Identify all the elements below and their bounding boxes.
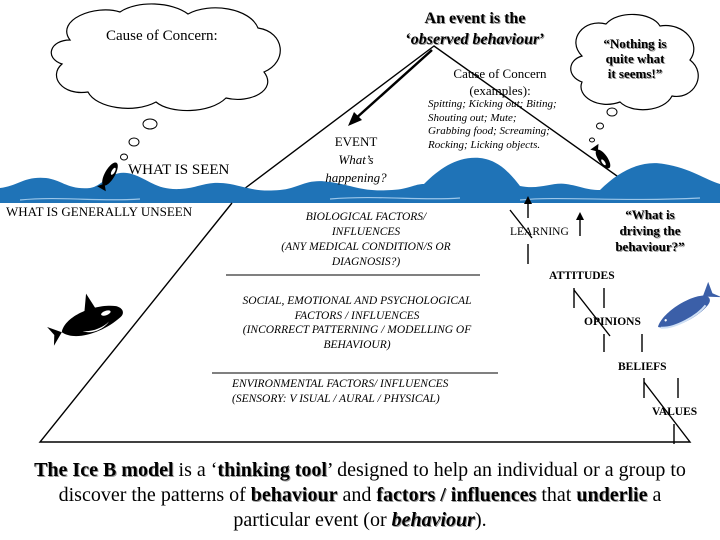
factor-line: DIAGNOSIS?): [331, 256, 401, 268]
behaviour-italic-term: behaviour: [391, 509, 475, 531]
thought-bubble-dot: [596, 122, 604, 130]
example-line: Spitting; Kicking out; Biting;: [428, 98, 557, 110]
thought-line: “Nothing is: [603, 36, 667, 51]
underlie-term: underlie: [576, 484, 648, 506]
nothing-is-quite-text: “Nothing is quite what it seems!”: [590, 36, 680, 81]
iceberg-body: [38, 202, 692, 443]
event-question-line: What’s: [338, 152, 374, 167]
factor-line: BEHAVIOUR): [323, 338, 391, 351]
blue-whale-icon: [658, 281, 720, 329]
behaviour-term: behaviour: [250, 484, 338, 506]
learning-label: LEARNING: [510, 226, 569, 238]
sea-waves: [0, 157, 720, 203]
event-title-quote-close: ’: [539, 31, 545, 48]
thought-bubble-dot: [589, 137, 595, 143]
thought-line: it seems!”: [607, 66, 663, 81]
beliefs-label: BELIEFS: [618, 361, 667, 373]
learning-arrow-head: [524, 196, 532, 204]
driving-line: “What is: [625, 207, 675, 222]
event-question-line: happening?: [325, 170, 387, 185]
cause-examples-line1: Cause of Concern: [453, 66, 547, 81]
event-label: EVENT What’s happening?: [316, 133, 396, 187]
thought-line: quite what: [605, 51, 665, 66]
factors-influences-term: factors / influences: [376, 484, 537, 506]
sea-highlights: [19, 196, 701, 201]
ice-b-model-term: The Ice B model: [34, 459, 174, 481]
biological-factors-text: BIOLOGICAL FACTORS/ INFLUENCES (ANY MEDI…: [266, 210, 466, 270]
values-label: VALUES: [652, 406, 698, 418]
thought-bubble-dot: [120, 153, 128, 161]
what-is-unseen-label: WHAT IS GENERALLY UNSEEN: [6, 204, 193, 219]
thought-bubble-dot: [142, 118, 158, 130]
factor-line: (SENSORY: V ISUAL / AURAL / PHYSICAL): [232, 392, 440, 405]
event-arrow-head: [348, 112, 362, 126]
orca-jumping-right-icon: [590, 143, 611, 169]
event-title-quote-open: ‘: [405, 31, 411, 48]
event-word: EVENT: [334, 134, 378, 149]
what-is-seen-label: WHAT IS SEEN: [128, 162, 230, 178]
driving-arrow-head: [576, 212, 584, 220]
environmental-factors-text: ENVIRONMENTAL FACTORS/ INFLUENCES (SENSO…: [232, 377, 448, 406]
example-line: Shouting out; Mute;: [428, 111, 517, 124]
right-thought-cloud: [570, 13, 699, 111]
cause-examples-heading: Cause of Concern (examples):: [430, 65, 570, 99]
orca-surface-left-icon: [97, 162, 118, 192]
factor-line: FACTORS / INFLUENCES: [294, 309, 420, 322]
factor-line: BIOLOGICAL FACTORS/: [305, 211, 427, 223]
factor-line: SOCIAL, EMOTIONAL AND PSYCHOLOGICAL: [242, 295, 472, 307]
factor-line: ENVIRONMENTAL FACTORS/ INFLUENCES: [232, 378, 449, 390]
event-arrow: [353, 49, 433, 121]
thought-bubble-dot: [606, 107, 618, 117]
examples-list: Spitting; Kicking out; Biting; Shouting …: [428, 98, 557, 152]
factor-line: (ANY MEDICAL CONDITION/S OR: [281, 241, 451, 253]
caption-fragment: a particular event (or: [233, 484, 662, 531]
left-thought-cloud: [50, 3, 281, 112]
example-line: Rocking; Licking objects.: [428, 138, 541, 151]
caption-fragment: ).: [474, 509, 487, 531]
example-line: Grabbing food; Screaming;: [428, 125, 550, 137]
factor-line: (INCORRECT PATTERNING / MODELLING OF: [242, 324, 472, 336]
caption-fragment: and: [337, 484, 377, 506]
driving-question-text: “What is driving the behaviour?”: [590, 207, 710, 255]
driving-line: driving the: [619, 223, 681, 238]
thought-bubble-dot: [128, 137, 140, 147]
driving-line: behaviour?”: [615, 239, 685, 254]
observed-behaviour-text: observed behaviour: [410, 31, 540, 48]
caption-text: The Ice B model is a ‘thinking tool’ des…: [20, 458, 700, 533]
thinking-tool-term: thinking tool: [217, 459, 327, 481]
cause-examples-line2: (examples):: [469, 83, 531, 98]
attitudes-label: ATTITUDES: [549, 270, 615, 282]
factor-line: INFLUENCES: [331, 226, 401, 238]
orca-underwater-icon: [47, 293, 123, 346]
opinions-label: OPINIONS: [584, 316, 641, 328]
event-definition-title: An event is the ‘observed behaviour’: [350, 8, 600, 50]
cause-of-concern-label: Cause of Concern:: [106, 28, 218, 44]
social-factors-text: SOCIAL, EMOTIONAL AND PSYCHOLOGICAL FACT…: [222, 294, 492, 352]
caption-fragment: that: [536, 484, 577, 506]
event-title-line1: An event is the: [424, 10, 526, 27]
caption-fragment: ’ designed to help an individual or a gr…: [58, 459, 686, 506]
caption-fragment: is a ‘: [173, 459, 218, 481]
